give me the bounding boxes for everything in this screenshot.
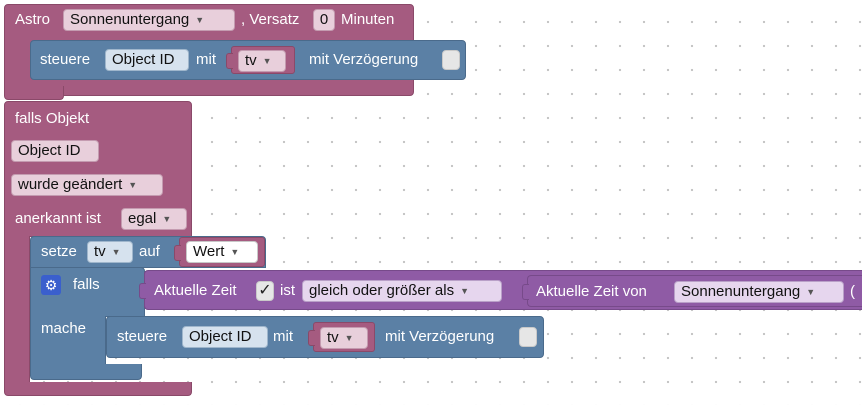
control-1-delay-label: mit Verzögerung [309,51,419,68]
control-2-var-dropdown[interactable]: tv ▼ [320,327,368,349]
astro-event-value: Sonnenuntergang [70,11,190,28]
if-block[interactable]: ⚙ falls [30,267,145,317]
set-variable-block[interactable]: setze tv ▼ auf Wert ▼ [30,236,266,268]
ack-value: egal [128,210,157,227]
set-var-value: tv [94,243,106,260]
compare-block[interactable]: Aktuelle Zeit ✓ ist gleich oder größer a… [139,270,862,310]
is-label: ist [280,282,295,299]
checkmark-icon: ✓ [258,282,272,299]
if-block-spine: mache [30,316,106,366]
do-label: mache [41,320,87,337]
if-label: falls [73,276,100,293]
dropdown-arrow-icon: ▼ [162,214,172,224]
control-1-object-id-value: Object ID [112,51,175,68]
var-block-plug [226,53,233,69]
var-block-plug [308,330,315,346]
value-block-plug [174,245,181,261]
current-time-label: Aktuelle Zeit [154,282,237,299]
value-field-text: Wert [193,243,225,260]
trigger-condition-value: wurde geändert [18,176,123,193]
if-block-footer [30,364,142,380]
ack-dropdown[interactable]: egal ▼ [121,208,187,230]
set-to-label: auf [139,243,160,260]
value-field[interactable]: Wert ▼ [186,241,258,263]
astro-label: Astro [15,11,51,28]
set-label: setze [41,243,77,260]
control-block-1[interactable]: steuere Object ID mit tv ▼ mit Verzögerun… [30,40,466,80]
control-block-2[interactable]: steuere Object ID mit tv ▼ mit Verzögerun… [106,316,544,358]
dropdown-arrow-icon: ▼ [460,286,469,296]
dropdown-arrow-icon: ▼ [195,15,205,25]
control-1-delay-checkbox[interactable] [442,50,460,70]
trigger-object-id-value: Object ID [18,142,81,159]
control-2-label: steuere [117,328,168,345]
trigger-label: falls Objekt [15,110,90,127]
astro-block-footer [4,86,64,100]
unit-label: Minuten [341,11,395,28]
offset-input[interactable]: 0 [313,9,335,31]
offset-value: 0 [319,11,329,28]
control-2-var-value: tv [327,329,339,346]
astro-time-event-dropdown[interactable]: Sonnenuntergang ▼ [674,281,844,303]
control-2-with-label: mit [273,328,293,345]
trigger-object-id-field[interactable]: Object ID [11,140,99,162]
astro-time-block[interactable]: Aktuelle Zeit von Sonnenuntergang ▼ ( [522,275,862,307]
current-time-checkbox[interactable]: ✓ [256,281,274,301]
astro-time-event-value: Sonnenuntergang [681,283,801,300]
control-1-with-label: mit [196,51,216,68]
control-1-var-block[interactable]: tv ▼ [226,46,295,74]
ack-label: anerkannt ist [15,210,101,227]
astro-event-dropdown[interactable]: Sonnenuntergang ▼ [63,9,235,31]
control-2-object-id-field[interactable]: Object ID [182,326,268,348]
control-2-object-id-value: Object ID [189,328,252,345]
control-1-object-id-field[interactable]: Object ID [105,49,189,71]
operator-dropdown[interactable]: gleich oder größer als ▼ [302,280,502,302]
trigger-block-spine [4,236,30,382]
offset-label: , Versatz [241,11,300,28]
value-block[interactable]: Wert ▼ [174,237,265,267]
dropdown-arrow-icon: ▼ [262,56,272,66]
operator-value: gleich oder größer als [309,282,455,299]
astro-time-truncated-text: ( [850,283,855,300]
dropdown-arrow-icon: ▼ [128,180,138,190]
control-2-delay-label: mit Verzögerung [385,328,495,345]
astro-time-label: Aktuelle Zeit von [536,283,647,300]
trigger-condition-dropdown[interactable]: wurde geändert ▼ [11,174,163,196]
compare-block-plug [139,283,146,299]
gear-icon[interactable]: ⚙ [41,275,61,295]
control-1-label: steuere [40,51,91,68]
control-2-delay-checkbox[interactable] [519,327,537,347]
astro-time-plug [522,284,529,300]
dropdown-arrow-icon: ▼ [806,287,816,297]
control-1-var-value: tv [245,52,257,69]
dropdown-arrow-icon: ▼ [111,247,121,257]
trigger-block-footer [4,382,192,396]
control-1-var-dropdown[interactable]: tv ▼ [238,50,286,72]
trigger-block[interactable]: falls Objekt Object ID wurde geändert ▼ a… [4,101,192,237]
control-2-var-block[interactable]: tv ▼ [308,322,375,352]
dropdown-arrow-icon: ▼ [344,333,354,343]
dropdown-arrow-icon: ▼ [230,247,240,257]
set-var-dropdown[interactable]: tv ▼ [87,241,133,263]
